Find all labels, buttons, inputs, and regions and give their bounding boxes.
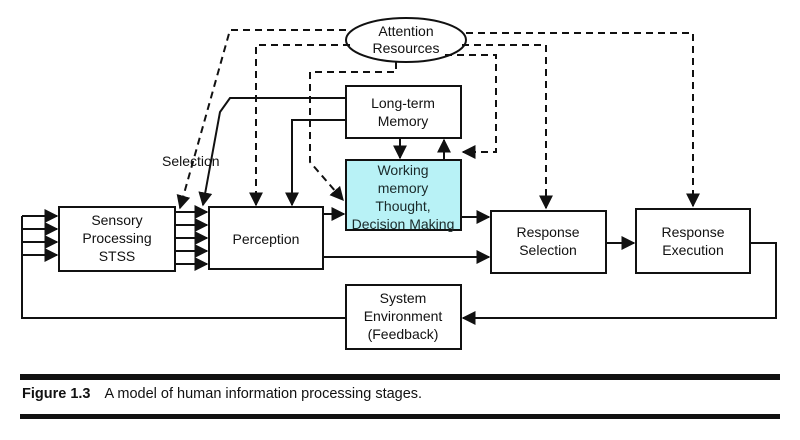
working-memory-box: Working memory Thought, Decision Making <box>345 159 462 232</box>
attention-arrows <box>176 29 700 210</box>
caption-rule-bottom <box>20 414 780 419</box>
response-execution-box: Response Execution <box>635 208 751 274</box>
ltm-selection-arrow <box>198 97 346 207</box>
attention-ltm-arrow <box>445 54 497 159</box>
sensory-label-3: STSS <box>99 248 136 264</box>
perception-box: Perception <box>208 206 324 270</box>
ltm-label-2: Memory <box>378 113 429 129</box>
sensory-label-2: Processing <box>82 230 151 246</box>
wm-label-2: memory <box>378 180 429 196</box>
wm-label-1: Working <box>377 162 428 178</box>
attention-label-1: Attention <box>378 23 433 39</box>
env-label-2: Environment <box>364 308 443 324</box>
response-selection-box: Response Selection <box>490 210 607 274</box>
attention-wm-arrow <box>309 62 397 202</box>
figure-number: Figure 1.3 <box>22 386 91 402</box>
re-label-1: Response <box>661 224 724 240</box>
ltm-perception-arrow <box>285 119 346 207</box>
env-label-3: (Feedback) <box>368 326 439 342</box>
sensory-processing-box: Sensory Processing STSS <box>58 206 176 272</box>
figure-caption-text: A model of human information processing … <box>104 386 423 402</box>
caption-rule-top <box>20 374 780 380</box>
system-environment-box: System Environment (Feedback) <box>345 284 462 350</box>
attention-resources-node: Attention Resources <box>345 17 467 63</box>
attention-re-arrow <box>466 32 700 208</box>
figure-caption: Figure 1.3 A model of human information p… <box>22 386 422 402</box>
attention-rs-arrow <box>462 44 553 210</box>
attention-label-2: Resources <box>373 40 440 56</box>
selection-label: Selection <box>162 153 220 169</box>
rs-label-1: Response <box>516 224 579 240</box>
env-label-1: System <box>380 290 427 306</box>
sensory-label-1: Sensory <box>91 212 142 228</box>
rs-label-2: Selection <box>519 242 577 258</box>
perception-label: Perception <box>233 231 300 247</box>
environment-feedback-line <box>21 216 346 319</box>
attention-sensory-arrow <box>176 29 346 210</box>
long-term-memory-box: Long-term Memory <box>345 85 462 139</box>
wm-label-3: Thought, <box>375 198 430 214</box>
attention-perception-arrow <box>249 44 350 207</box>
solid-arrows <box>21 97 777 325</box>
ltm-label-1: Long-term <box>371 95 435 111</box>
re-label-2: Execution <box>662 242 723 258</box>
execution-feedback-arrow <box>461 242 777 325</box>
wm-label-4: Decision Making <box>352 216 455 232</box>
